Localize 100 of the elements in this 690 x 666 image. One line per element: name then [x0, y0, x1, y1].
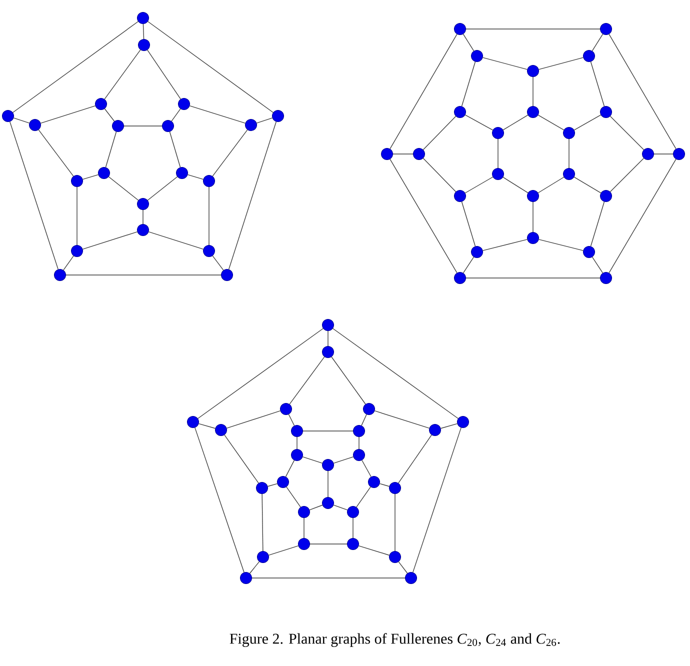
graph-edge [461, 201, 476, 247]
graph-edge [13, 118, 30, 124]
graph-edge [82, 174, 99, 180]
graph-edge [10, 121, 58, 270]
graph-edge [309, 504, 323, 510]
graph-edge [422, 116, 456, 150]
graph-edge [461, 61, 476, 107]
graph-vertex [257, 551, 269, 563]
graph-edge [249, 561, 260, 574]
graph-vertex [2, 110, 14, 122]
graph-vertex [178, 98, 190, 110]
graph-edge [104, 50, 141, 100]
graph-vertex [353, 449, 365, 461]
graph-edge [302, 430, 354, 432]
graph-edge [148, 231, 204, 250]
graph-edge [538, 239, 584, 251]
graph-edge [288, 414, 295, 426]
graph-edge [268, 545, 299, 556]
graph-edge [464, 114, 494, 130]
graph-vertex [176, 167, 188, 179]
graph-vertex [347, 538, 359, 550]
graph-edge [267, 483, 278, 487]
graph-vertex [322, 346, 334, 358]
graph-vertex [413, 148, 425, 160]
graph-edge [76, 186, 78, 246]
graph-edge [538, 57, 584, 70]
graph-edge [608, 34, 676, 150]
graph-edge [38, 129, 74, 177]
graph-vertex [347, 506, 359, 518]
graph-edge [105, 131, 117, 168]
graph-vertex [583, 246, 595, 258]
graph-edge [398, 434, 432, 484]
graph-edge [226, 410, 281, 429]
graph-edge [502, 114, 528, 130]
graph-edge [440, 423, 458, 429]
graph-edge [187, 174, 204, 180]
graph-edge [532, 202, 534, 232]
graph-edge [374, 410, 430, 429]
graph-edge [296, 436, 298, 450]
graph-vertex [389, 482, 401, 494]
graph-vertex [405, 572, 417, 584]
graph-edge [358, 436, 360, 450]
graph-edge [610, 116, 644, 150]
graph-vertex [322, 497, 334, 509]
graph-edge [228, 121, 277, 270]
graph-edge [352, 518, 354, 538]
graph-vertex [298, 538, 310, 550]
graph-vertex [492, 127, 504, 139]
graph-edge [108, 176, 139, 201]
graph-vertex [322, 319, 334, 331]
graph-edge [256, 118, 273, 124]
graph-vertex [471, 50, 483, 62]
graph-edge [208, 186, 210, 246]
graph-vertex [381, 148, 393, 160]
graph-edge [574, 114, 602, 130]
graph-vertex [322, 459, 334, 471]
graph-edge [538, 176, 564, 194]
graph-vertex [29, 119, 41, 131]
graph-edge [302, 456, 323, 464]
graph-edge [169, 131, 181, 168]
graph-edge [502, 176, 528, 194]
graph-vertex [277, 476, 289, 488]
graph-vertex [600, 106, 612, 118]
graph-edge [148, 21, 274, 113]
graph-vertex [291, 425, 303, 437]
graph-edge [592, 256, 604, 274]
graph-edge [390, 34, 458, 150]
graph-edge [532, 76, 534, 106]
graph-edge [40, 105, 96, 124]
graph-vertex [71, 245, 83, 257]
graph-vertex [137, 12, 149, 24]
graph-edge [394, 494, 396, 552]
graph-edge [466, 28, 600, 30]
graph-edge [147, 50, 181, 100]
graph-edge [63, 256, 74, 270]
graph-vertex [454, 23, 466, 35]
graph-edge [398, 561, 408, 574]
graph-edge [212, 129, 248, 177]
graph-edge [194, 427, 244, 573]
graph-edge [568, 138, 570, 168]
graph-edge [482, 239, 528, 251]
graph-edge [331, 356, 366, 404]
graph-vertex [187, 416, 199, 428]
figure-caption: Figure 2. Planar graphs of Fullerenes C$_{20}$, C$_{24}$ and C$_{26}$. [230, 633, 560, 647]
graph-vertex [673, 148, 685, 160]
graph-edge [333, 504, 348, 510]
graph-vertex [527, 106, 539, 118]
graph-vertex [454, 272, 466, 284]
graph-edge [358, 545, 390, 556]
graph-edge [610, 158, 644, 192]
graph-vertex [454, 106, 466, 118]
graph-edge [422, 158, 456, 192]
graph-edge [189, 105, 246, 124]
graph-edge [608, 158, 676, 274]
graph-vertex [353, 425, 365, 437]
graph-vertex [112, 120, 124, 132]
graph-edge [224, 434, 259, 484]
graph-vertex [471, 246, 483, 258]
graph-edge [590, 61, 605, 107]
graph-edge [285, 460, 295, 478]
